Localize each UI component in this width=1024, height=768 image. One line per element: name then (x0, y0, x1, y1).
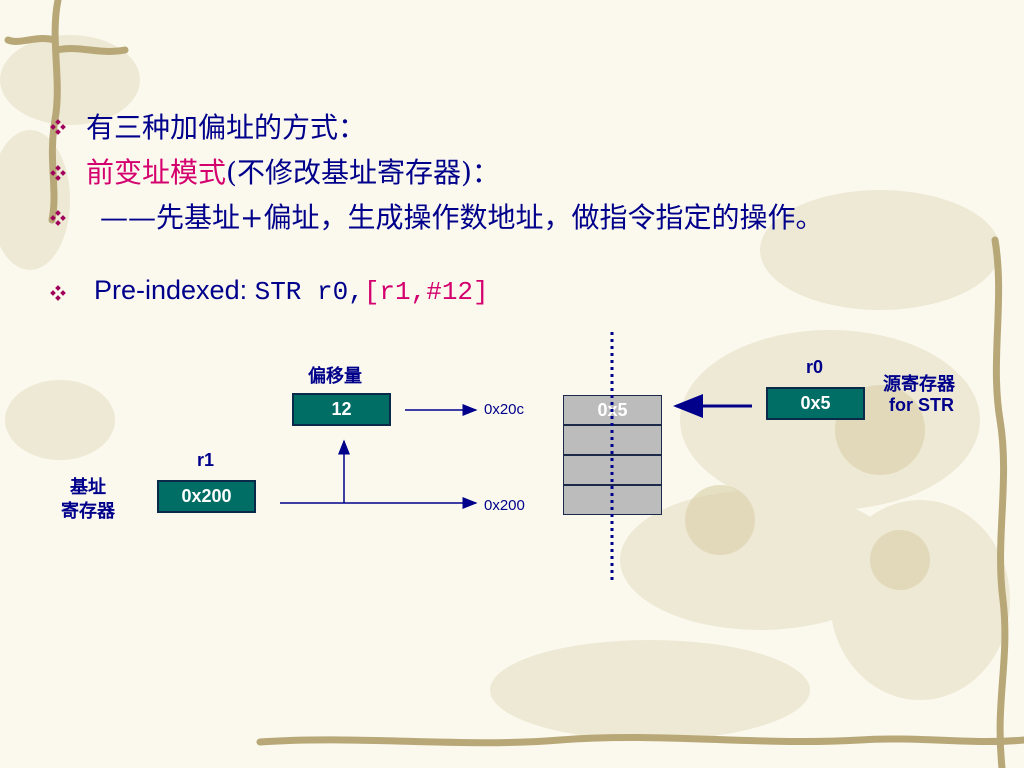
base-register-label-line1: 基址 (70, 477, 106, 498)
offset-label: 偏移量 (308, 366, 362, 387)
bullet-text-1: 有三种加偏址的方式： (86, 111, 367, 144)
diamond-bullet-icon (50, 119, 66, 135)
memory-cell (563, 485, 662, 515)
bullet-highlight: 前变址模式 (86, 156, 227, 189)
r0-label: r0 (806, 357, 824, 377)
address-bottom: 0x200 (484, 497, 525, 514)
r0-register: 0x5 (766, 387, 865, 420)
memory-cell: 0x5 (563, 395, 662, 425)
r1-label: r1 (197, 450, 215, 470)
bullet-text-3: ——先基址+偏址，生成操作数地址，做指令指定的操作。 (100, 201, 824, 234)
source-register-label-line2: for STR (889, 395, 954, 415)
bullet-text-4: Pre-indexed: STR r0,[r1,#12] (94, 275, 489, 307)
bullet-text-2: 前变址模式(不修改基址寄存器)： (86, 151, 500, 191)
offset-register: 12 (292, 393, 391, 426)
memory-cell (563, 425, 662, 455)
memory-cell (563, 455, 662, 485)
diamond-bullet-icon (50, 165, 66, 181)
bullet-rest: (不修改基址寄存器)： (226, 156, 500, 189)
diamond-bullet-icon (50, 210, 66, 226)
r1-register: 0x200 (157, 480, 256, 513)
code-highlight: [r1,#12] (363, 277, 489, 307)
address-top: 0x20c (484, 401, 525, 418)
pre-indexed-label: Pre-indexed: (94, 275, 255, 305)
base-register-label-line2: 寄存器 (61, 501, 115, 522)
source-register-label-line1: 源寄存器 (883, 374, 955, 395)
diamond-bullet-icon (50, 285, 66, 301)
code-plain: STR r0, (254, 277, 364, 307)
